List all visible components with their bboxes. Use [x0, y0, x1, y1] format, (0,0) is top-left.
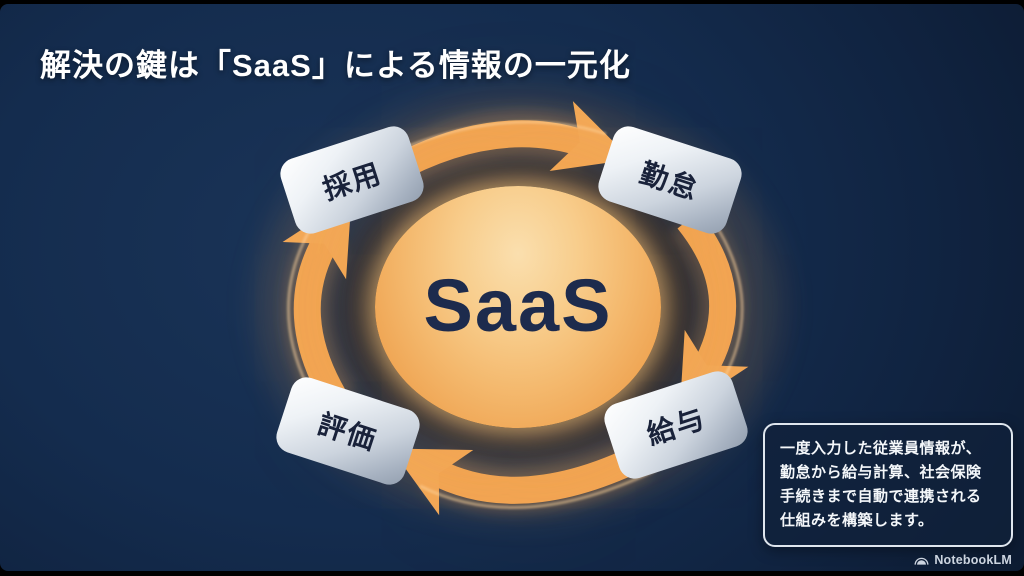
- arrow-payroll-to-evaluation: [390, 443, 648, 516]
- notebooklm-icon: [914, 557, 929, 565]
- letterbox-top: [0, 0, 1024, 4]
- arrow-evaluation-to-recruitment: [282, 197, 352, 410]
- description-line: 一度入力した従業員情報が、: [780, 440, 982, 457]
- description-line: 仕組みを構築します。: [780, 512, 934, 529]
- arrow-attendance-to-payroll: [677, 211, 749, 413]
- description-line: 勤怠から給与計算、社会保険: [780, 464, 982, 481]
- notebooklm-branding: NotebookLM: [914, 553, 1012, 567]
- saas-center-circle: SaaS: [375, 186, 661, 428]
- description-box: 一度入力した従業員情報が、 勤怠から給与計算、社会保険 手続きまで自動で連携され…: [763, 423, 1013, 547]
- node-label-payroll: 給与: [643, 402, 710, 451]
- node-label-attendance: 勤怠: [636, 157, 703, 206]
- slide: 解決の鍵は「SaaS」による情報の一元化: [0, 4, 1024, 571]
- saas-center-label: SaaS: [423, 263, 613, 347]
- description-line: 手続きまで自動で連携される: [780, 488, 982, 505]
- letterbox-bottom: [0, 571, 1024, 576]
- cycle-arrows: [282, 101, 749, 516]
- notebooklm-label: NotebookLM: [934, 553, 1012, 567]
- saas-cycle-diagram: SaaS 採用 勤怠 給与 評価: [0, 4, 1024, 571]
- slide-title: 解決の鍵は「SaaS」による情報の一元化: [40, 48, 631, 83]
- node-label-recruitment: 採用: [319, 157, 386, 206]
- node-label-evaluation: 評価: [314, 408, 381, 457]
